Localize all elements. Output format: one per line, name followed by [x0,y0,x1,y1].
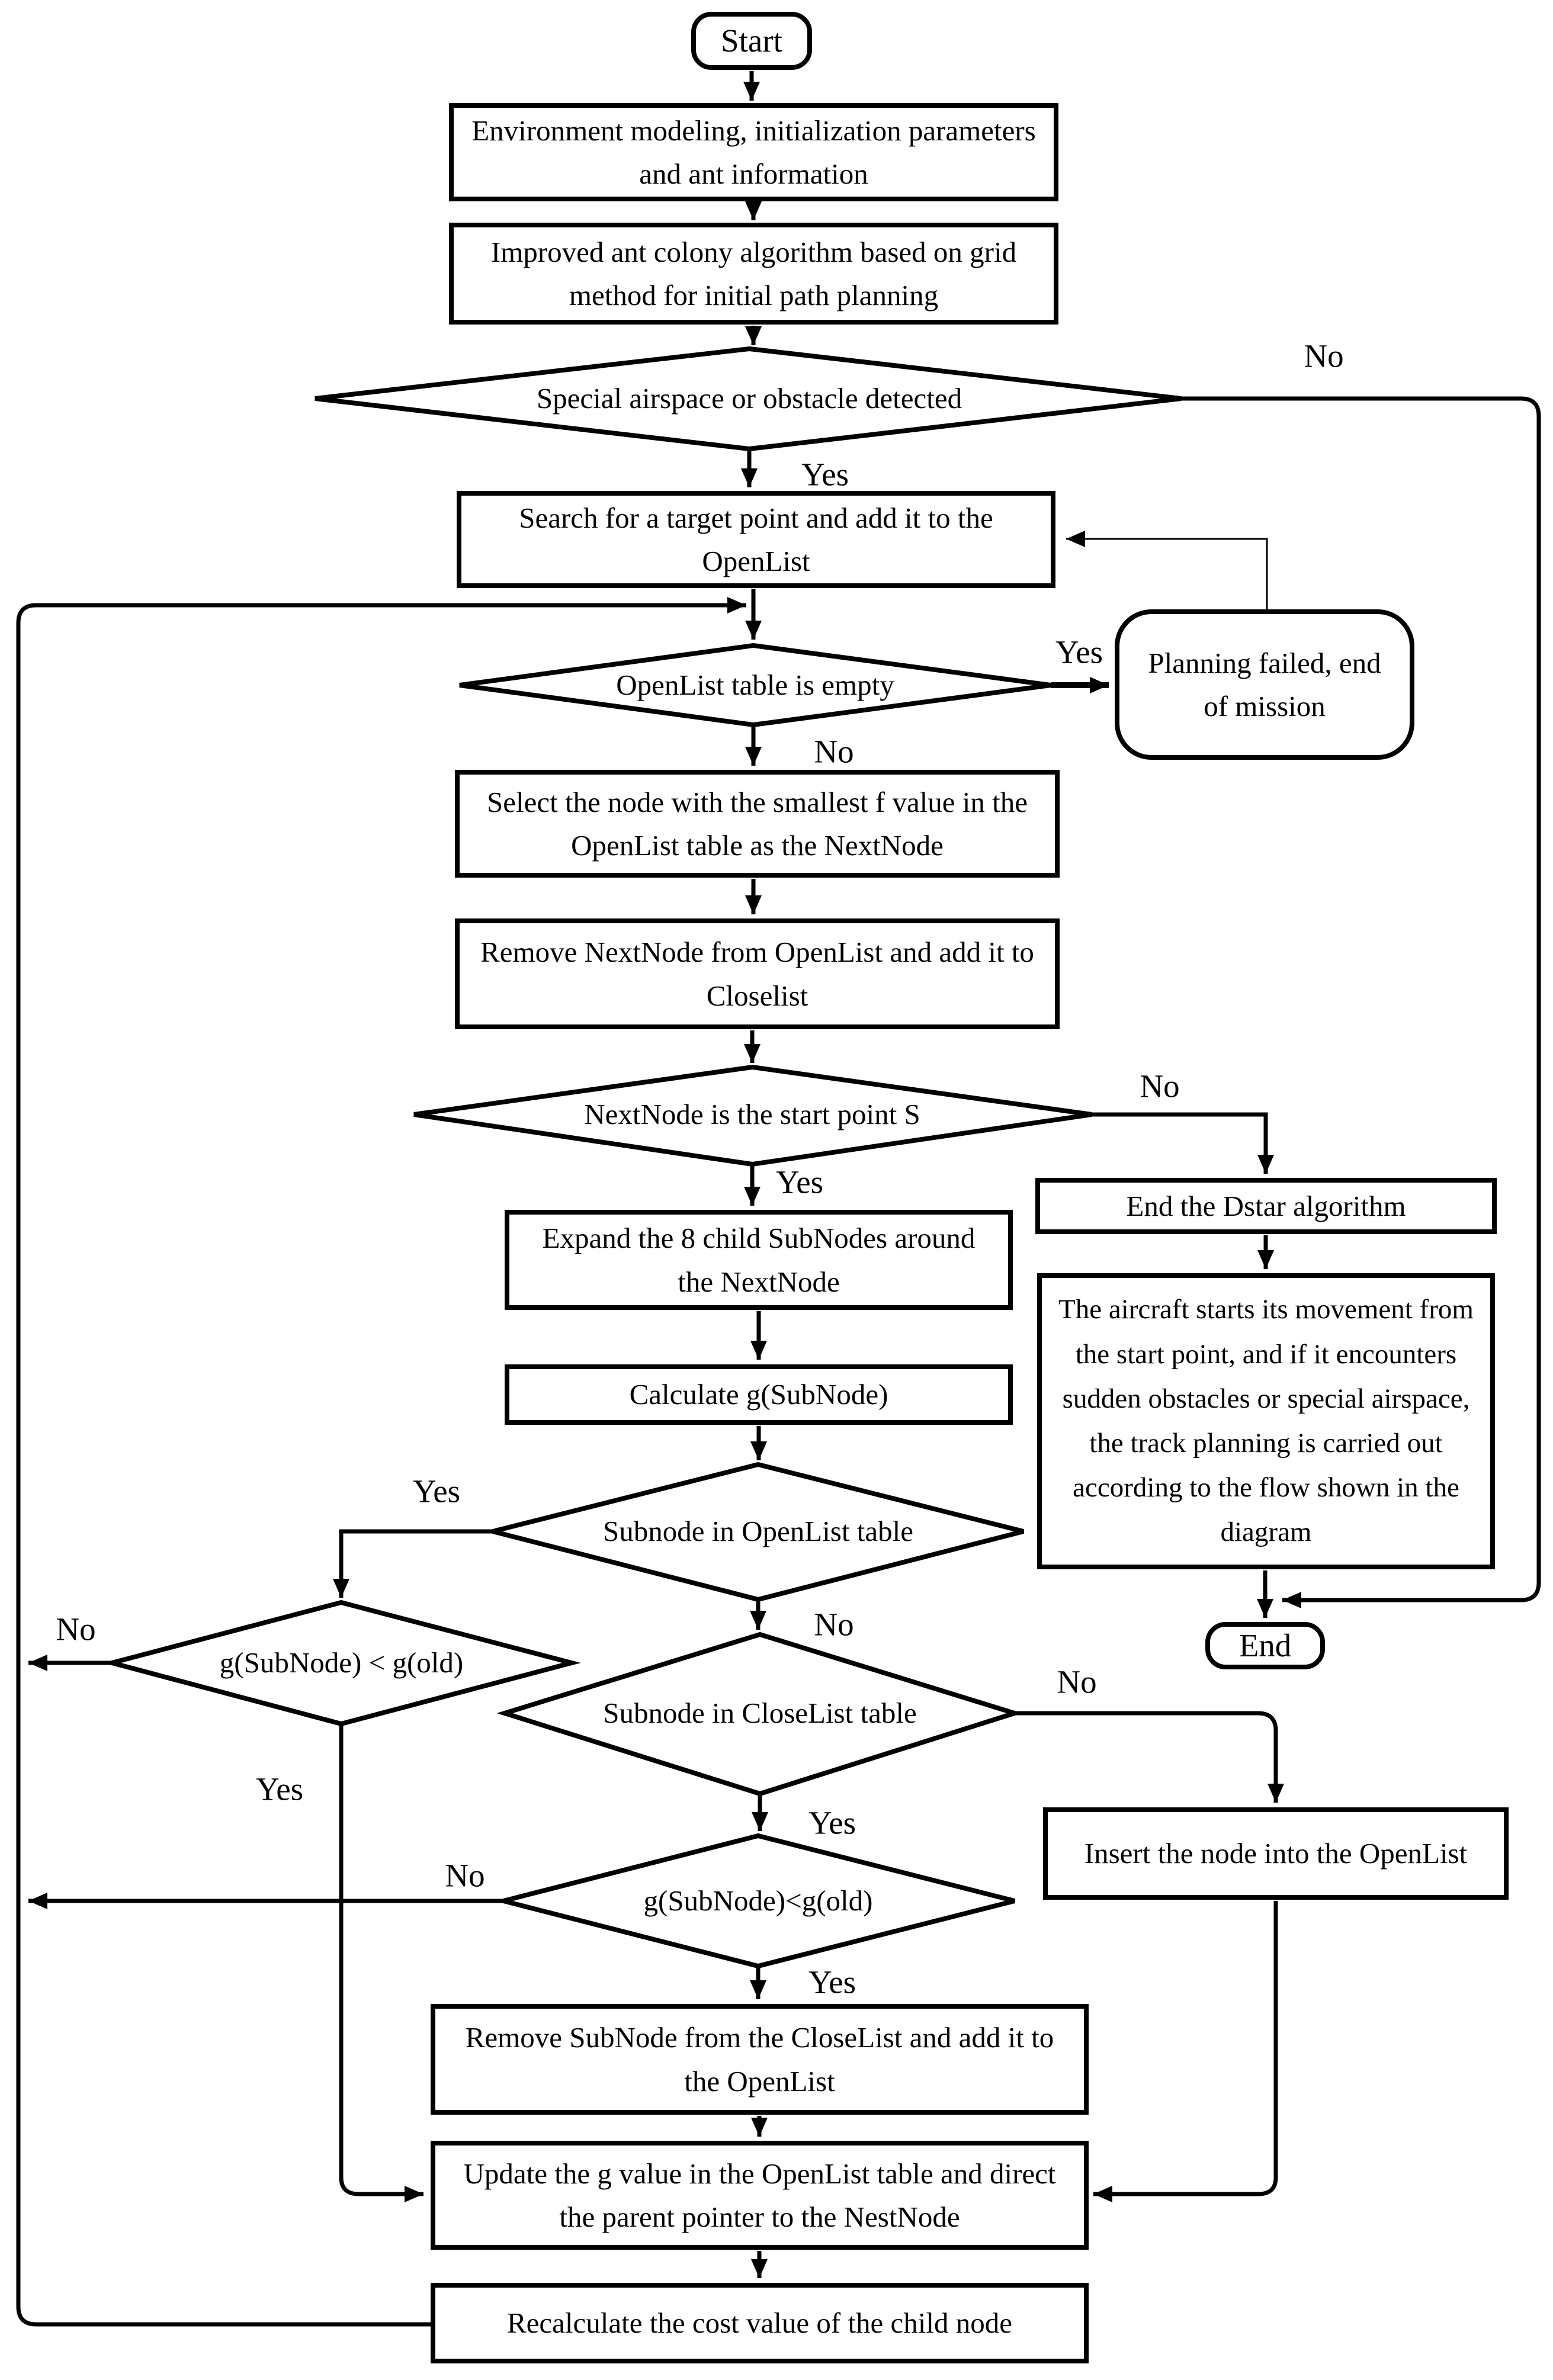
node-ant-colony-algorithm: Improved ant colony algorithm based on g… [449,223,1058,325]
node-insert-openlist-text: Insert the node into the OpenList [1084,1837,1468,1870]
node-end-text: End [1238,1627,1292,1663]
edge-label-airspace-no: No [1304,338,1344,374]
decision-subnode-closelist-shape [496,1631,1023,1797]
node-remove-subnode: Remove SubNode from the CloseList and ad… [431,2004,1089,2115]
edge-label-gltold1-yes: Yes [255,1771,304,1807]
node-calculate-g: Calculate g(SubNode) [505,1364,1013,1425]
node-insert-openlist: Insert the node into the OpenList [1043,1807,1509,1900]
node-environment-modeling-text: Environment modeling, initialization par… [471,114,1036,191]
decision-is-start-point-shape [413,1064,1092,1167]
decision-subnode-openlist-text: Subnode in OpenList table [603,1514,913,1547]
decision-subnode-openlist-shape [492,1462,1024,1602]
edge-insert-updateg [1093,1901,1278,2202]
decision-g-lt-old-1-shape [102,1599,581,1727]
node-recalculate-cost: Recalculate the cost value of the child … [431,2283,1089,2363]
node-calculate-g-text: Calculate g(SubNode) [629,1378,888,1411]
edge-airspace-no-end [1181,396,1541,1608]
decision-is-start-point-text: NextNode is the start point S [584,1097,920,1130]
node-recalculate-cost-text: Recalculate the cost value of the child … [506,2307,1013,2340]
node-expand-subnodes-text: Expand the 8 child SubNodes around the N… [542,1222,976,1298]
node-remove-subnode-text: Remove SubNode from the CloseList and ad… [465,2021,1054,2098]
decision-g-lt-old-2-shape [503,1833,1015,1969]
node-end-dstar-text: End the Dstar algorithm [1126,1189,1406,1222]
edge-label-openlistempty-no: No [814,733,854,770]
edge-label-gltold2-no: No [445,1857,485,1894]
node-select-smallest-f-text: Select the node with the smallest f valu… [486,785,1028,862]
node-select-smallest-f: Select the node with the smallest f valu… [455,770,1060,878]
node-environment-modeling: Environment modeling, initialization par… [449,103,1058,201]
decision-subnode-closelist-text: Subnode in CloseList table [603,1696,917,1729]
edge-recalculate-loop [16,597,746,2327]
node-planning-failed: Planning failed, end of mission [1115,609,1414,760]
node-aircraft-movement: The aircraft starts its movement from th… [1037,1273,1495,1569]
edge-label-openlistempty-yes: Yes [1055,634,1103,670]
edge-planningfailed-search [1066,531,1268,609]
node-end: End [1205,1622,1325,1669]
edge-label-subnodeopenlist-yes: Yes [412,1473,461,1509]
edge-label-closelist-yes: Yes [808,1804,856,1841]
edge-label-isstart-no: No [1140,1068,1180,1104]
node-search-target-text: Search for a target point and add it to … [519,501,993,578]
node-update-g: Update the g value in the OpenList table… [431,2141,1089,2250]
node-search-target: Search for a target point and add it to … [457,491,1055,588]
edge-subnodeopenlist-yes-gltold1 [333,1529,493,1598]
edge-label-subnodeopenlist-no: No [814,1606,854,1643]
decision-g-lt-old-2-text: g(SubNode)<g(old) [643,1884,873,1917]
node-expand-subnodes: Expand the 8 child SubNodes around the N… [505,1210,1013,1310]
node-remove-nextnode: Remove NextNode from OpenList and add it… [455,918,1060,1029]
decision-openlist-empty-text: OpenList table is empty [616,668,894,701]
decision-airspace-shape [315,346,1182,452]
edge-label-closelist-no: No [1057,1663,1097,1700]
node-update-g-text: Update the g value in the OpenList table… [463,2157,1056,2234]
decision-g-lt-old-1-text: g(SubNode) < g(old) [219,1646,464,1679]
edge-label-gltold2-yes: Yes [808,1964,856,2000]
decision-openlist-empty-shape [459,643,1051,728]
node-remove-nextnode-text: Remove NextNode from OpenList and add it… [480,936,1034,1012]
edge-label-airspace-yes: Yes [801,456,849,493]
decision-airspace-text: Special airspace or obstacle detected [536,381,962,415]
node-aircraft-movement-text: The aircraft starts its movement from th… [1058,1294,1474,1548]
edge-label-gltold1-no: No [56,1611,96,1647]
edge-gltold1-yes-updateg [339,1725,423,2202]
edge-isstart-no-enddstar [1092,1112,1274,1174]
edge-closelist-no-insert [1015,1711,1284,1803]
node-planning-failed-text: Planning failed, end of mission [1148,646,1381,723]
node-start-text: Start [721,22,782,59]
node-start: Start [691,12,812,70]
edge-label-isstart-yes: Yes [775,1164,824,1200]
node-ant-colony-algorithm-text: Improved ant colony algorithm based on g… [490,235,1017,312]
node-end-dstar: End the Dstar algorithm [1035,1178,1497,1234]
